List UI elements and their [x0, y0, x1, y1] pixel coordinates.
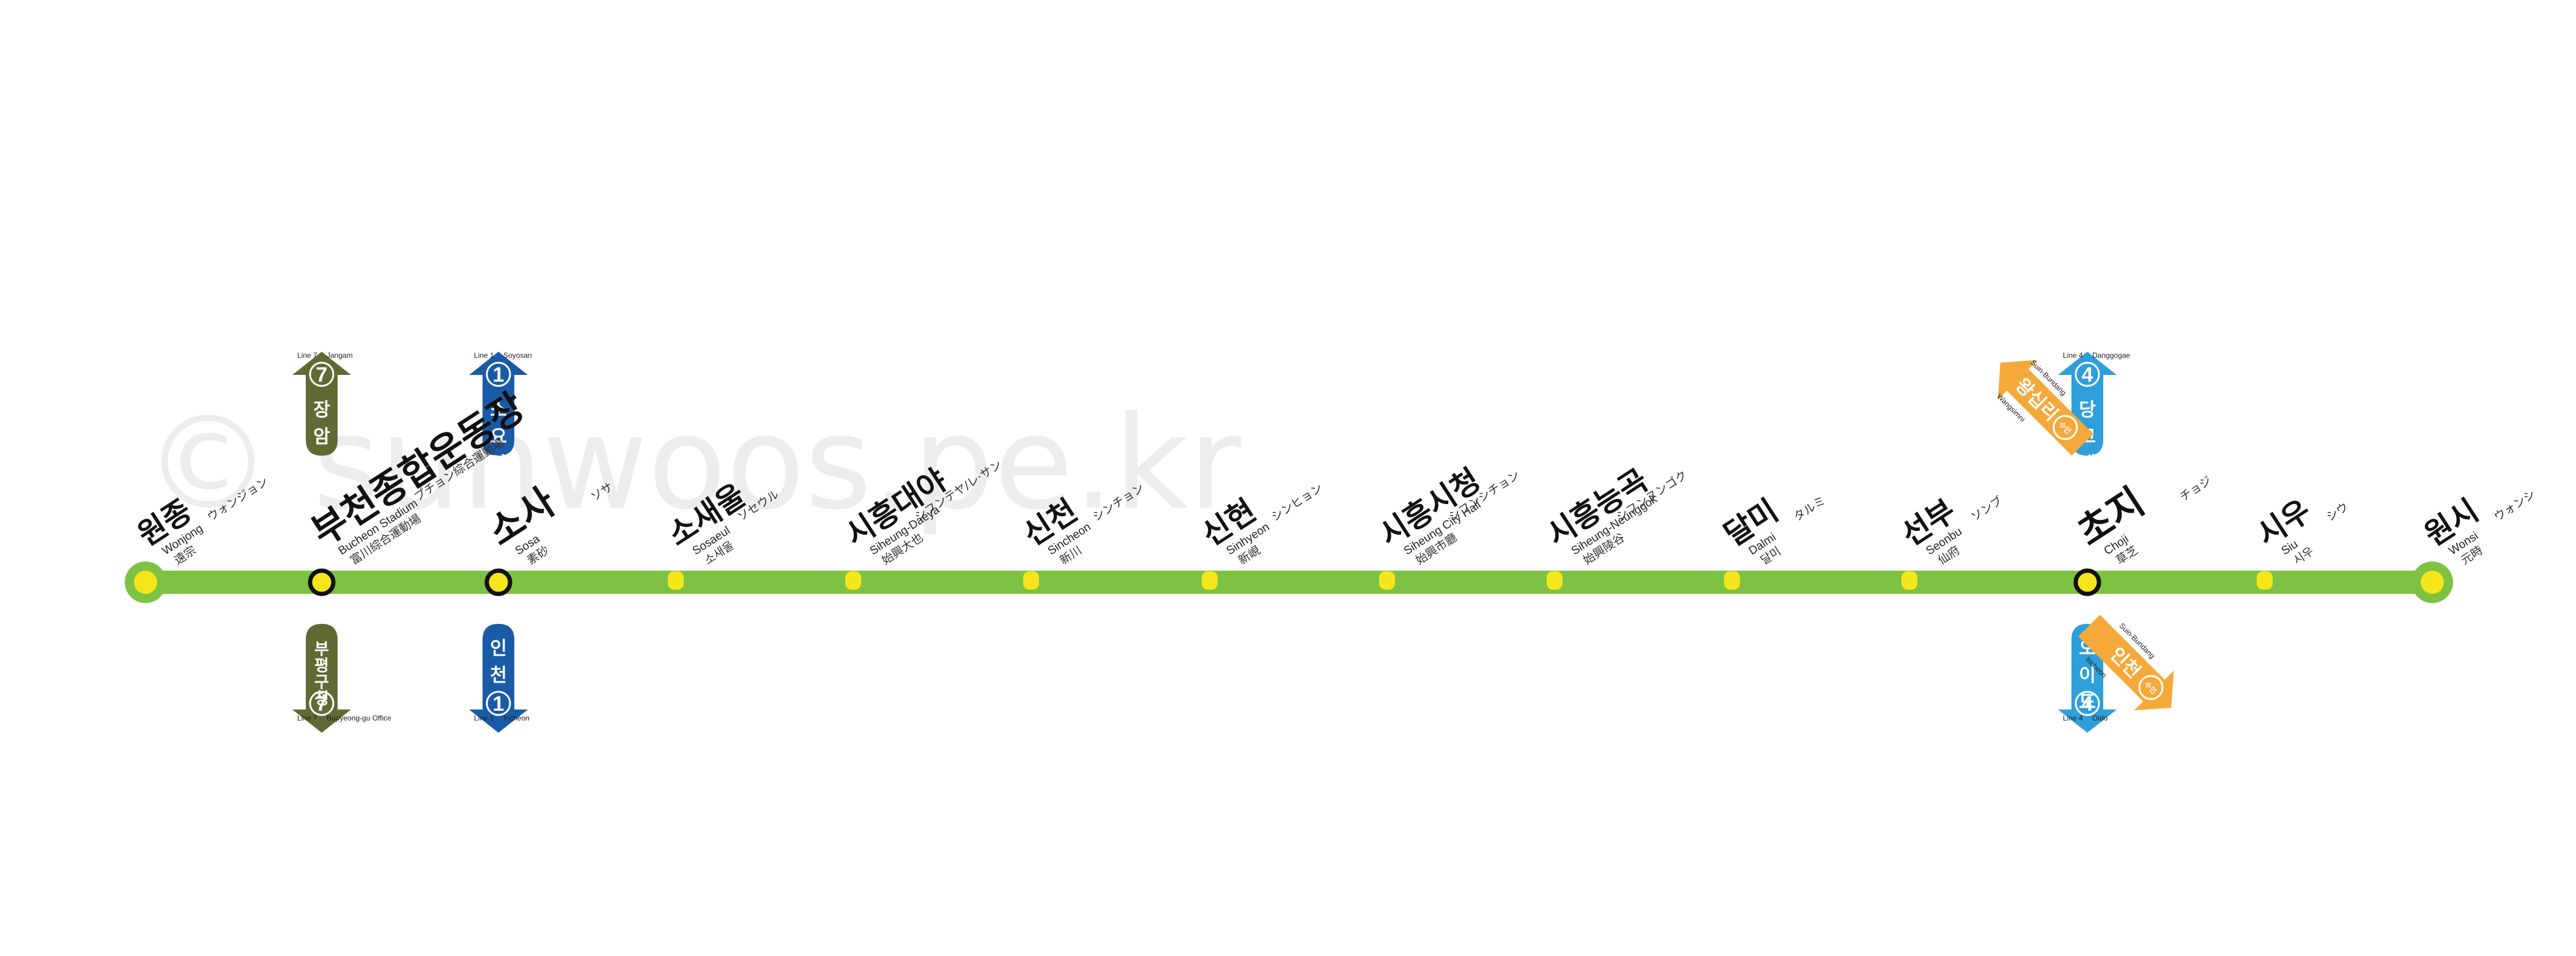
line-number: 7: [316, 363, 328, 387]
line-badge: [2138, 675, 2164, 700]
station-dot: [1724, 571, 1740, 590]
line-number: 7: [316, 692, 328, 716]
line-number-badge: [2074, 361, 2100, 387]
station-name-kana: シウ: [2324, 500, 2351, 524]
line-caption: Line 7: [297, 714, 317, 722]
station-name-kana: ウォンシ: [2492, 487, 2538, 524]
station-dot: [2257, 571, 2273, 590]
line-badge: [2052, 415, 2078, 440]
line-number-badge: [309, 361, 335, 387]
destination-caption: Soyosan: [503, 351, 532, 360]
station-name-kana: ソンブ: [1968, 494, 2005, 524]
line-caption: Line 4: [2063, 714, 2083, 722]
destination-caption: Jangam: [327, 351, 353, 360]
station-dot: [1901, 571, 1917, 590]
line-caption: Line 1: [474, 714, 494, 722]
destination-caption: Incheon: [503, 714, 530, 722]
station-dot: [845, 571, 861, 590]
destination-caption: Oido: [2092, 714, 2108, 722]
station-dot: [668, 571, 684, 590]
station-dot: [134, 571, 157, 594]
line-number-badge: [486, 361, 511, 387]
transfer-marker: [2073, 568, 2101, 596]
arrow-shape: [292, 624, 351, 733]
arrow-shape: [469, 352, 528, 456]
line-caption: Line 4: [2063, 351, 2083, 360]
station-dot: [1023, 571, 1039, 590]
destination-caption: Danggogae: [2092, 351, 2130, 360]
station-dot: [2421, 571, 2444, 594]
arrow-shape: [292, 352, 351, 456]
transfer-marker: [484, 568, 513, 596]
line-caption: Line 1: [474, 351, 494, 360]
line-number: 1: [493, 692, 505, 716]
station-name-kana: タルミ: [1791, 494, 1828, 524]
line-number: 1: [493, 363, 505, 387]
line-number: 4: [2082, 363, 2093, 387]
arrow-shape: [2078, 615, 2174, 711]
arrow-shape: [1997, 360, 2093, 456]
arrow-shape: [469, 624, 528, 733]
line-number-badge: [2074, 691, 2100, 716]
destination-caption: Bupyeong-gu Office: [327, 714, 391, 722]
line-number-badge: [309, 691, 335, 716]
station-name-kana: シンヒョン: [1269, 481, 1325, 524]
line-caption: Line 7: [297, 351, 317, 360]
station-dot: [1547, 571, 1563, 590]
line-number-badge: [486, 691, 511, 716]
line-number: 4: [2082, 692, 2093, 716]
transfer-marker: [308, 568, 336, 596]
station-dot: [1202, 571, 1218, 590]
station-name-kana: チョジ: [2177, 474, 2214, 505]
station-dot: [1379, 571, 1395, 590]
